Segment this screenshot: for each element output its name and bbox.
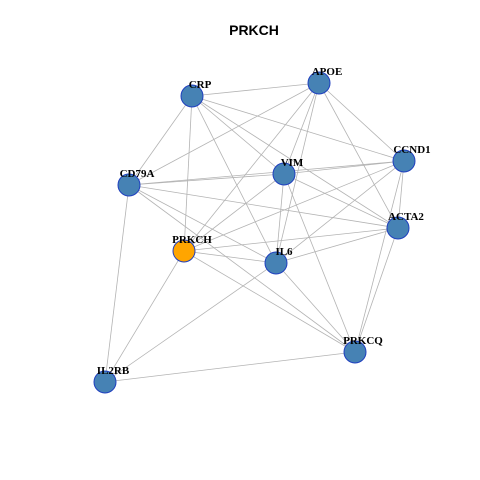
- edge-crp-cd79a: [128, 95, 193, 186]
- edge-ccnd1-cd79a: [128, 160, 405, 186]
- edge-apoe-cd79a: [128, 82, 320, 186]
- edge-apoe-prkch: [183, 82, 320, 252]
- node-label-apoe: APOE: [312, 66, 343, 78]
- edge-ccnd1-prkch: [183, 160, 405, 252]
- node-circle-acta2: [386, 216, 410, 240]
- edge-crp-vim: [191, 95, 285, 175]
- edge-acta2-prkch: [183, 227, 399, 252]
- node-circle-cd79a: [117, 173, 141, 197]
- node-prkch: PRKCH: [172, 234, 212, 263]
- node-label-ccnd1: CCND1: [393, 144, 430, 156]
- edge-crp-prkch: [183, 95, 193, 252]
- edge-vim-acta2: [283, 173, 399, 229]
- edge-prkch-prkcq: [183, 250, 356, 353]
- node-circle-apoe: [307, 71, 331, 95]
- node-acta2: ACTA2: [386, 211, 424, 240]
- node-ccnd1: CCND1: [392, 144, 431, 173]
- node-label-il2rb: IL2RB: [97, 365, 130, 377]
- node-vim: VIM: [272, 157, 304, 186]
- edge-layer: [104, 82, 405, 383]
- edge-crp-il6: [191, 95, 277, 264]
- edge-crp-ccnd1: [191, 95, 405, 162]
- edge-il6-prkcq: [275, 262, 356, 353]
- node-circle-prkcq: [343, 340, 367, 364]
- node-circle-il6: [264, 251, 288, 275]
- node-label-cd79a: CD79A: [120, 168, 155, 180]
- edge-acta2-il6: [275, 227, 399, 264]
- edge-acta2-prkcq: [354, 227, 399, 353]
- edge-ccnd1-prkcq: [354, 160, 405, 353]
- graph-title: PRKCH: [229, 22, 279, 38]
- node-label-prkch: PRKCH: [172, 234, 212, 246]
- edge-cd79a-il6: [128, 184, 277, 264]
- edge-prkcq-il2rb: [104, 351, 356, 383]
- node-apoe: APOE: [307, 66, 343, 95]
- edge-cd79a-prkcq: [128, 184, 356, 353]
- edge-ccnd1-il6: [275, 160, 405, 264]
- node-label-vim: VIM: [281, 157, 304, 169]
- node-circle-ccnd1: [392, 149, 416, 173]
- node-circle-il2rb: [93, 370, 117, 394]
- edge-vim-il6: [275, 173, 285, 264]
- edge-prkch-il6: [183, 250, 277, 264]
- edge-vim-prkcq: [283, 173, 356, 353]
- edge-apoe-il6: [275, 82, 320, 264]
- edge-cd79a-acta2: [128, 184, 399, 229]
- node-circle-prkch: [172, 239, 196, 263]
- node-il2rb: IL2RB: [93, 365, 130, 394]
- edge-crp-acta2: [191, 95, 399, 229]
- node-circle-vim: [272, 162, 296, 186]
- node-label-crp: CRP: [189, 79, 212, 91]
- node-label-il6: IL6: [275, 246, 293, 258]
- node-label-acta2: ACTA2: [388, 211, 424, 223]
- node-label-prkcq: PRKCQ: [343, 335, 383, 347]
- node-prkcq: PRKCQ: [343, 335, 383, 364]
- edge-apoe-vim: [283, 82, 320, 175]
- edge-cd79a-il2rb: [104, 184, 130, 383]
- edge-apoe-acta2: [318, 82, 399, 229]
- node-crp: CRP: [180, 79, 212, 108]
- node-cd79a: CD79A: [117, 168, 155, 197]
- node-circle-crp: [180, 84, 204, 108]
- edge-il6-il2rb: [104, 262, 277, 383]
- edge-crp-apoe: [191, 82, 320, 97]
- edge-prkch-il2rb: [104, 250, 185, 383]
- node-il6: IL6: [264, 246, 293, 275]
- edge-apoe-ccnd1: [318, 82, 405, 162]
- edge-vim-cd79a: [128, 173, 285, 186]
- edge-ccnd1-vim: [283, 160, 405, 175]
